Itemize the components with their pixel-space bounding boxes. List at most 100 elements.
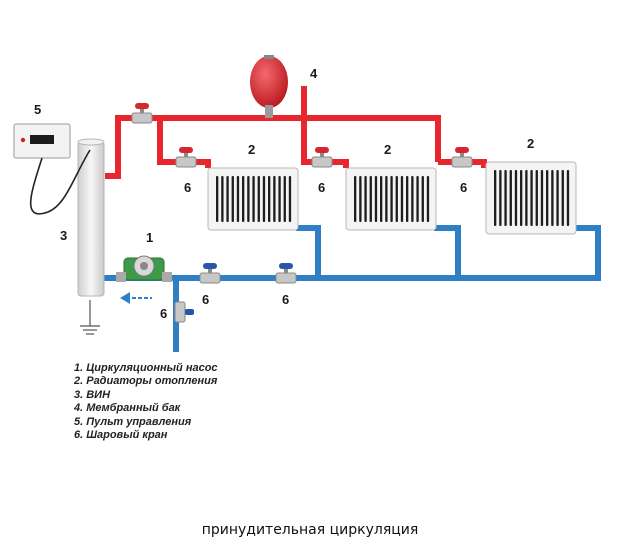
radiator-fin bbox=[426, 176, 430, 222]
radiator-fin bbox=[374, 176, 378, 222]
supply-pipe-loop bbox=[157, 118, 163, 165]
supply-pipes bbox=[105, 86, 487, 179]
valve-handle-icon bbox=[315, 147, 329, 153]
radiator-fin bbox=[231, 176, 234, 222]
radiator-fin bbox=[546, 170, 549, 226]
radiator-fin bbox=[504, 170, 507, 226]
label-valve-return-2: 6 bbox=[282, 292, 289, 307]
radiator-2 bbox=[345, 167, 437, 231]
boiler-top bbox=[77, 138, 105, 146]
radiator-fin bbox=[520, 170, 523, 226]
radiator-fin bbox=[494, 170, 497, 226]
tank-body bbox=[250, 56, 288, 108]
valve-handle-icon bbox=[203, 263, 217, 269]
label-tank: 4 bbox=[310, 66, 318, 81]
valve-drain[interactable] bbox=[174, 301, 194, 323]
valve-handle-icon bbox=[135, 103, 149, 109]
radiator-fin bbox=[499, 170, 502, 226]
radiator-fin bbox=[385, 176, 388, 222]
label-pump: 1 bbox=[146, 230, 153, 245]
radiator-fin bbox=[390, 176, 393, 222]
radiator-fin bbox=[354, 176, 357, 222]
radiator-fin bbox=[380, 176, 383, 222]
flow-arrow-icon bbox=[120, 292, 152, 304]
valve-stem bbox=[184, 151, 188, 157]
legend: 1. Циркуляционный насос 2. Радиаторы ото… bbox=[74, 362, 218, 442]
return-pipe-radiator-2 bbox=[434, 225, 461, 276]
return-pipes bbox=[104, 225, 601, 352]
pump-union-right bbox=[162, 272, 172, 282]
return-pipe-radiator-1 bbox=[296, 225, 321, 276]
valve-hot-1[interactable] bbox=[175, 147, 197, 168]
radiator-fin bbox=[268, 176, 271, 222]
radiator-fin bbox=[416, 176, 419, 222]
radiator-fin bbox=[530, 170, 533, 226]
radiator-fin bbox=[288, 176, 292, 222]
radiator-fin bbox=[509, 170, 512, 226]
pump-center bbox=[140, 262, 148, 270]
label-valve-hot-2: 6 bbox=[318, 180, 325, 195]
label-radiator-2: 2 bbox=[384, 142, 391, 157]
radiator-fin bbox=[247, 176, 250, 222]
radiator-fin bbox=[364, 176, 367, 222]
return-pipe-radiator-3 bbox=[104, 225, 601, 281]
valve-supply-main[interactable] bbox=[131, 103, 153, 124]
label-radiator-1: 2 bbox=[248, 142, 255, 157]
valve-body bbox=[174, 301, 186, 323]
supply-pipe-main bbox=[105, 115, 441, 179]
valve-handle-icon bbox=[179, 147, 193, 153]
valves bbox=[131, 103, 473, 323]
radiator-1 bbox=[207, 167, 299, 231]
radiator-fin bbox=[226, 176, 229, 222]
radiator-fin bbox=[257, 176, 260, 222]
caption: принудительная циркуляция bbox=[201, 522, 419, 538]
radiator-fin bbox=[283, 176, 286, 222]
legend-item: 4. Мембранный бак bbox=[74, 402, 181, 415]
valve-return-2[interactable] bbox=[275, 263, 297, 284]
membrane-tank bbox=[250, 55, 288, 118]
radiator-fin bbox=[395, 176, 398, 222]
radiator-fin bbox=[566, 170, 570, 226]
boiler bbox=[77, 138, 105, 297]
radiator-fin bbox=[359, 176, 362, 222]
valve-stem bbox=[140, 107, 144, 113]
valve-hot-2[interactable] bbox=[311, 147, 333, 168]
circulation-pump bbox=[116, 255, 172, 282]
label-valve-hot-1: 6 bbox=[184, 180, 191, 195]
radiator-3 bbox=[485, 161, 577, 235]
radiator-fin bbox=[242, 176, 245, 222]
valve-body bbox=[199, 272, 221, 284]
valve-stem bbox=[320, 151, 324, 157]
radiator-fin bbox=[262, 176, 266, 222]
radiator-fin bbox=[216, 176, 219, 222]
radiator-fin bbox=[514, 170, 518, 226]
legend-item: 3. ВИН bbox=[74, 388, 111, 401]
legend-item: 1. Циркуляционный насос bbox=[74, 362, 218, 374]
ground-icon bbox=[80, 300, 100, 335]
label-valve-return-1: 6 bbox=[202, 292, 209, 307]
valve-body bbox=[175, 156, 197, 168]
valve-body bbox=[131, 112, 153, 124]
valve-body bbox=[451, 156, 473, 168]
valve-stem bbox=[284, 267, 288, 273]
radiator-fin bbox=[278, 176, 281, 222]
label-boiler: 3 bbox=[60, 228, 67, 243]
radiator-fin bbox=[540, 170, 544, 226]
valve-hot-3[interactable] bbox=[451, 147, 473, 168]
radiator-fin bbox=[400, 176, 404, 222]
valve-body bbox=[311, 156, 333, 168]
radiator-fin bbox=[525, 170, 528, 226]
radiator-fin bbox=[369, 176, 372, 222]
valve-return-1[interactable] bbox=[199, 263, 221, 284]
valve-handle-icon bbox=[279, 263, 293, 269]
legend-item: 2. Радиаторы отопления bbox=[74, 375, 218, 388]
label-valve-hot-3: 6 bbox=[460, 180, 467, 195]
radiator-fin bbox=[411, 176, 414, 222]
radiator-fin bbox=[252, 176, 255, 222]
control-panel-cable bbox=[29, 149, 91, 215]
legend-item: 6. Шаровый кран bbox=[74, 429, 168, 442]
label-control-panel: 5 bbox=[34, 102, 41, 117]
radiator-fin bbox=[273, 176, 276, 222]
control-panel-display bbox=[30, 135, 54, 144]
